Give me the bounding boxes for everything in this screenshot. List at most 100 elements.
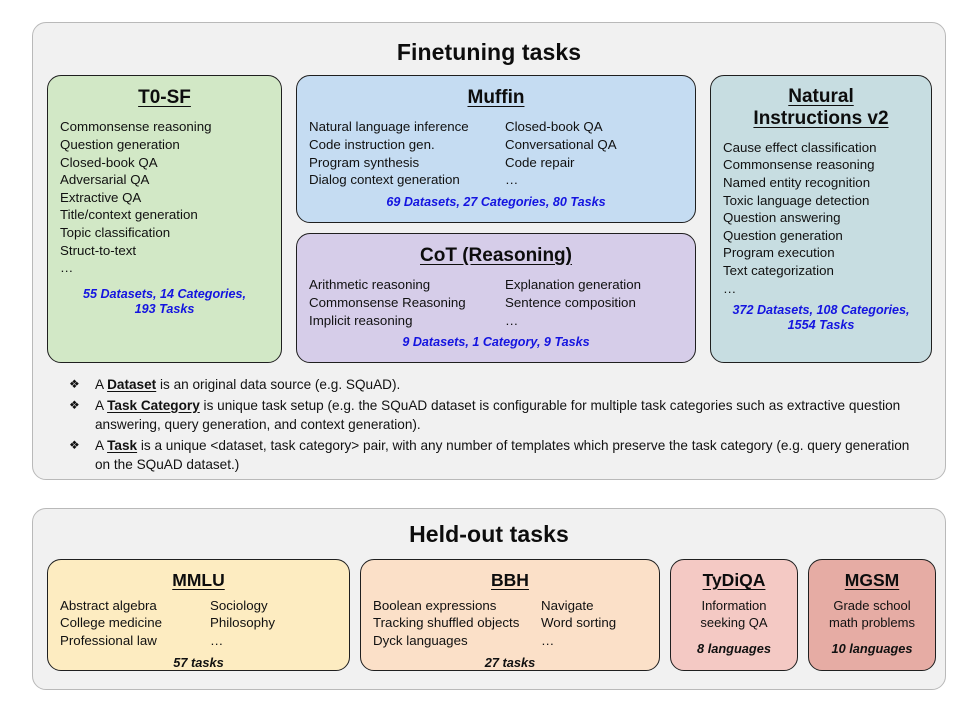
bbh-column-1: Boolean expressions Tracking shuffled ob… [373,597,541,650]
muffin-item: Closed-book QA [505,119,603,135]
natural-instructions-item-ellipsis: … [723,280,737,296]
bullet-marker-icon: ❖ [69,397,80,412]
natural-instructions-item: Toxic language detection [723,192,870,208]
definition-bullet-dataset: ❖ A Dataset is an original data source (… [61,375,921,395]
bbh-item: Tracking shuffled objects [373,615,520,631]
mmlu-item: Sociology [210,597,268,613]
t0-sf-item: Adversarial QA [60,172,150,188]
mmlu-item-ellipsis: … [210,632,224,648]
mgsm-stat: 10 languages [831,640,913,656]
definition-prefix: A [95,437,108,453]
natural-instructions-stat-line-1: 372 Datasets, 108 Categories, [732,303,910,318]
muffin-item: Conversational QA [505,137,617,152]
muffin-item: Natural language inference [309,119,469,135]
mmlu-item: Philosophy [210,615,276,631]
natural-instructions-stat-line-2: 1554 Tasks [787,318,855,333]
box-mgsm-title: MGSM [844,570,900,590]
box-mmlu-title: MMLU [172,570,225,590]
t0-sf-item: Extractive QA [60,189,142,205]
bbh-item-ellipsis: … [541,632,555,648]
mmlu-column-1: Abstract algebra College medicine Profes… [60,597,210,650]
mmlu-item: Professional law [60,632,157,648]
finetuning-tasks-panel: Finetuning tasks T0-SF Commonsense reaso… [32,22,946,480]
muffin-item-ellipsis: … [505,172,519,188]
natural-instructions-item: Question generation [723,227,843,243]
finetuning-panel-title: Finetuning tasks [396,39,582,65]
bullet-marker-icon: ❖ [69,437,80,452]
mmlu-column-2: Sociology Philosophy … [210,597,275,650]
definition-suffix: is an original data source (e.g. SQuAD). [156,377,401,392]
natural-instructions-title-line-2: Instructions v2 [753,108,889,130]
cot-item: Commonsense Reasoning [309,295,466,310]
muffin-item: Program synthesis [309,154,420,170]
definition-text-task-category: A Task Category is unique task setup (e.… [95,396,921,435]
muffin-stat: 69 Datasets, 27 Categories, 80 Tasks [386,194,606,209]
cot-item: Implicit reasoning [309,312,413,328]
bbh-stat: 27 tasks [484,655,536,671]
mmlu-item: Abstract algebra [60,597,157,613]
bbh-item: Word sorting [541,615,617,631]
mgsm-item: Grade school [833,597,911,613]
muffin-item: Code repair [505,154,575,170]
t0-sf-item: Struct-to-text [60,242,137,258]
t0-sf-item-ellipsis: … [60,260,74,276]
definition-prefix: A [95,377,108,392]
t0-sf-stat-line-1: 55 Datasets, 14 Categories, [82,286,247,301]
definition-text-dataset: A Dataset is an original data source (e.… [95,375,921,395]
box-mgsm[interactable]: MGSM Grade school math problems 10 langu… [808,559,936,671]
t0-sf-stat-line-2: 193 Tasks [134,301,195,316]
box-natural-instructions-v2[interactable]: Natural Instructions v2 Cause effect cla… [710,75,932,363]
definition-suffix: is a unique <dataset, task category> pai… [95,437,910,473]
box-t0-sf-title: T0-SF [138,87,191,108]
tydiqa-item: Information [701,597,767,613]
natural-instructions-item: Commonsense reasoning [723,157,875,173]
tydiqa-stat: 8 languages [697,640,771,656]
muffin-item: Code instruction gen. [309,137,435,152]
box-tydiqa[interactable]: TyDiQA Information seeking QA 8 language… [670,559,798,671]
bbh-item: Boolean expressions [373,597,497,613]
mmlu-item: College medicine [60,615,162,631]
box-cot-reasoning[interactable]: CoT (Reasoning) Arithmetic reasoning Com… [296,233,696,363]
muffin-columns: Natural language inference Code instruct… [309,118,683,188]
box-mmlu[interactable]: MMLU Abstract algebra College medicine P… [47,559,350,671]
definition-term: Task Category [107,397,200,413]
natural-instructions-item: Program execution [723,245,835,261]
cot-column-1: Arithmetic reasoning Commonsense Reasoni… [309,276,505,329]
cot-columns: Arithmetic reasoning Commonsense Reasoni… [309,276,683,329]
definition-prefix: A [95,397,108,413]
muffin-column-1: Natural language inference Code instruct… [309,118,505,188]
cot-item: Arithmetic reasoning [309,277,431,293]
box-natural-instructions-title: Natural Instructions v2 [723,86,919,131]
muffin-column-2: Closed-book QA Conversational QA Code re… [505,118,617,188]
natural-instructions-title-line-1: Natural [788,86,854,107]
held-out-panel-title: Held-out tasks [409,521,569,547]
definitions-list: ❖ A Dataset is an original data source (… [61,375,921,476]
cot-item: Explanation generation [505,277,642,293]
definition-suffix: is unique task setup (e.g. the SQuAD dat… [95,397,901,433]
t0-sf-item: Title/context generation [60,207,198,223]
definition-bullet-task-category: ❖ A Task Category is unique task setup (… [61,396,921,435]
box-t0-sf[interactable]: T0-SF Commonsense reasoning Question gen… [47,75,282,363]
cot-item: Sentence composition [505,295,636,310]
t0-sf-item: Closed-book QA [60,154,158,170]
t0-sf-item: Question generation [60,137,180,152]
bbh-item: Navigate [541,597,594,613]
cot-column-2: Explanation generation Sentence composit… [505,276,641,329]
box-bbh[interactable]: BBH Boolean expressions Tracking shuffle… [360,559,660,671]
box-bbh-title: BBH [491,570,529,590]
t0-sf-item: Topic classification [60,224,171,240]
natural-instructions-item: Named entity recognition [723,175,871,190]
cot-item-ellipsis: … [505,312,519,328]
definition-bullet-task: ❖ A Task is a unique <dataset, task cate… [61,436,921,475]
box-muffin[interactable]: Muffin Natural language inference Code i… [296,75,696,223]
natural-instructions-item: Text categorization [723,262,834,278]
bbh-item: Dyck languages [373,632,468,648]
definition-term: Task [107,437,138,453]
bbh-column-2: Navigate Word sorting … [541,597,616,650]
tydiqa-item: seeking QA [700,614,768,630]
box-cot-title: CoT (Reasoning) [420,245,572,266]
bullet-marker-icon: ❖ [69,377,80,391]
muffin-item: Dialog context generation [309,172,460,188]
definition-term: Dataset [107,377,157,392]
